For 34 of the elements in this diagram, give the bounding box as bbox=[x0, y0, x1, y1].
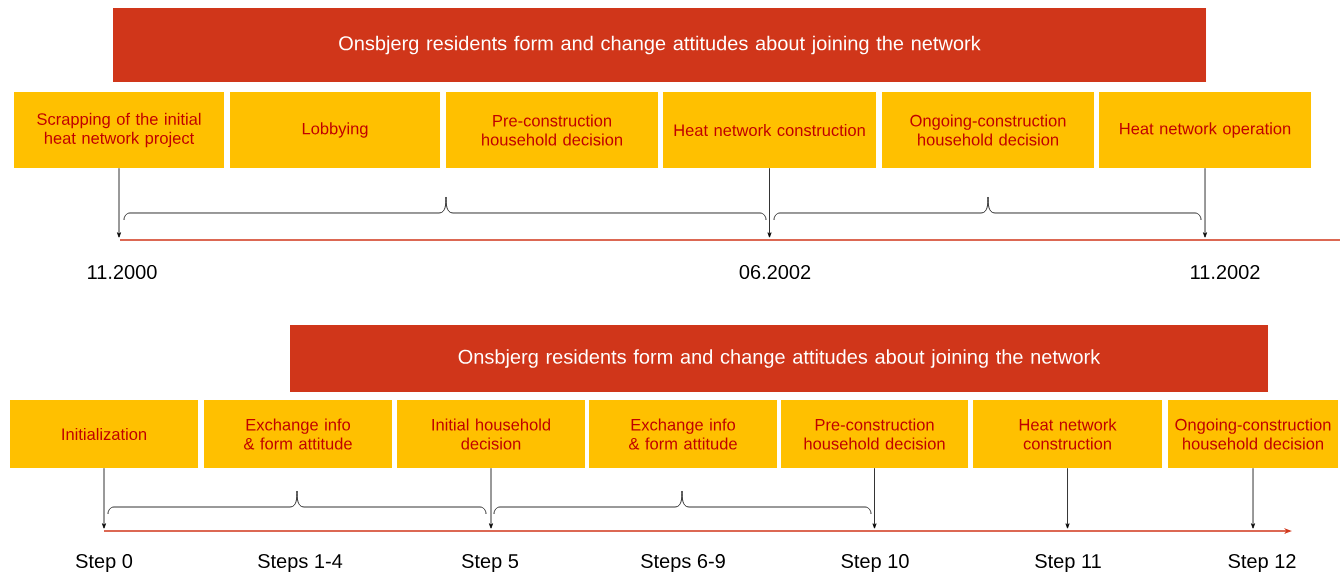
stage-box: Pre-construction household decision bbox=[781, 400, 968, 468]
stage-box: Initial household decision bbox=[397, 400, 585, 468]
arrow bbox=[872, 467, 877, 529]
axis-label: Step 10 bbox=[841, 553, 909, 573]
stage-box: Ongoing-construction household decision bbox=[882, 92, 1094, 168]
stage-box: Heat network construction bbox=[663, 92, 876, 168]
stage-box: Exchange info & form attitude bbox=[589, 400, 777, 468]
arrow bbox=[1065, 467, 1070, 529]
axis-label: Steps 1-4 bbox=[258, 553, 343, 573]
axis-label: Step 5 bbox=[462, 553, 519, 573]
arrow bbox=[102, 467, 106, 529]
stage-box: Heat network operation bbox=[1099, 92, 1311, 168]
arrow bbox=[1203, 167, 1208, 238]
stage-box: Exchange info & form attitude bbox=[204, 400, 392, 468]
timeline bbox=[119, 239, 1340, 241]
axis-label: 11.2002 bbox=[1191, 264, 1260, 280]
arrow bbox=[767, 167, 772, 238]
axis-label: Step 12 bbox=[1228, 553, 1296, 573]
banner: Onsbjerg residents form and change attitudes about joining the network bbox=[113, 8, 1206, 82]
stage-box: Ongoing-construction household decision bbox=[1168, 400, 1338, 468]
stage-box: Initialization bbox=[10, 400, 198, 468]
arrow bbox=[489, 467, 493, 529]
stage-box: Pre-construction household decision bbox=[446, 92, 658, 168]
stage-box: Lobbying bbox=[230, 92, 440, 168]
arrow bbox=[1251, 467, 1256, 529]
axis-label: 06.2002 bbox=[739, 264, 811, 280]
stage-box: Scrapping of the initial heat network project bbox=[14, 92, 224, 168]
axis-label: Steps 6-9 bbox=[641, 553, 725, 573]
stage-box: Heat network construction bbox=[973, 400, 1162, 468]
axis-label: Step 0 bbox=[76, 553, 133, 573]
banner: Onsbjerg residents form and change attitudes about joining the network bbox=[290, 325, 1268, 392]
axis-label: Step 11 bbox=[1035, 553, 1101, 573]
arrow bbox=[117, 167, 122, 238]
axis-label: 11.2000 bbox=[88, 264, 157, 280]
